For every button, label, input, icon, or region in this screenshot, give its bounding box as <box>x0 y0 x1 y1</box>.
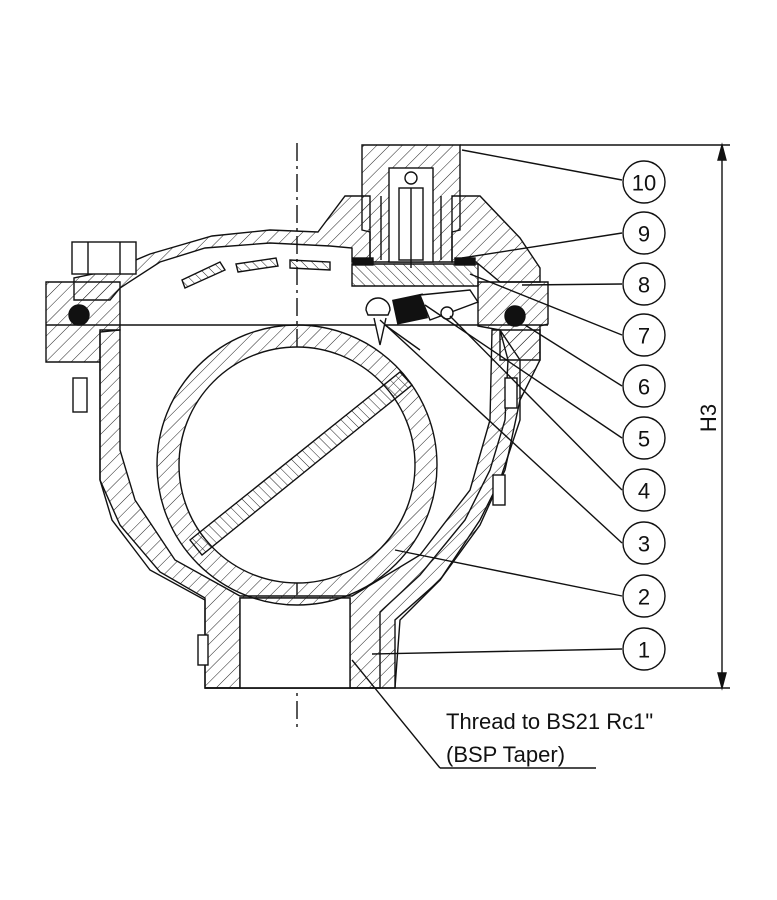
callout-4-label: 4 <box>638 479 650 504</box>
callout-7-label: 7 <box>638 324 650 349</box>
o-ring-left <box>68 304 90 326</box>
callout-3: 3 <box>622 521 666 565</box>
thread-note-line2: (BSP Taper) <box>446 742 565 767</box>
dimension-label-h3: H3 <box>696 404 721 432</box>
callout-3-label: 3 <box>638 532 650 557</box>
callout-10: 10 <box>622 160 666 204</box>
o-ring-right <box>504 305 526 327</box>
callout-9: 9 <box>622 211 666 255</box>
callout-6: 6 <box>622 364 666 408</box>
callout-2-label: 2 <box>638 585 650 610</box>
thread-note-line1: Thread to BS21 Rc1" <box>446 709 653 734</box>
callout-7: 7 <box>622 313 666 357</box>
callout-1: 1 <box>622 627 666 671</box>
callout-5-label: 5 <box>638 427 650 452</box>
pivot-pin <box>365 297 391 316</box>
callout-9-label: 9 <box>638 222 650 247</box>
lever-arm <box>419 289 480 321</box>
inlet-bore <box>239 597 351 689</box>
callout-10-label: 10 <box>632 171 656 196</box>
vent-hole <box>404 171 418 185</box>
callout-group: 10 9 8 7 6 5 4 3 <box>622 160 666 671</box>
callout-1-label: 1 <box>638 638 650 663</box>
callout-5: 5 <box>622 416 666 460</box>
callout-8-label: 8 <box>638 273 650 298</box>
callout-8: 8 <box>622 262 666 306</box>
callout-2: 2 <box>622 574 666 618</box>
float-bar <box>189 371 414 556</box>
callout-6-label: 6 <box>638 375 650 400</box>
callout-4: 4 <box>622 468 666 512</box>
bolt-head <box>71 241 137 275</box>
